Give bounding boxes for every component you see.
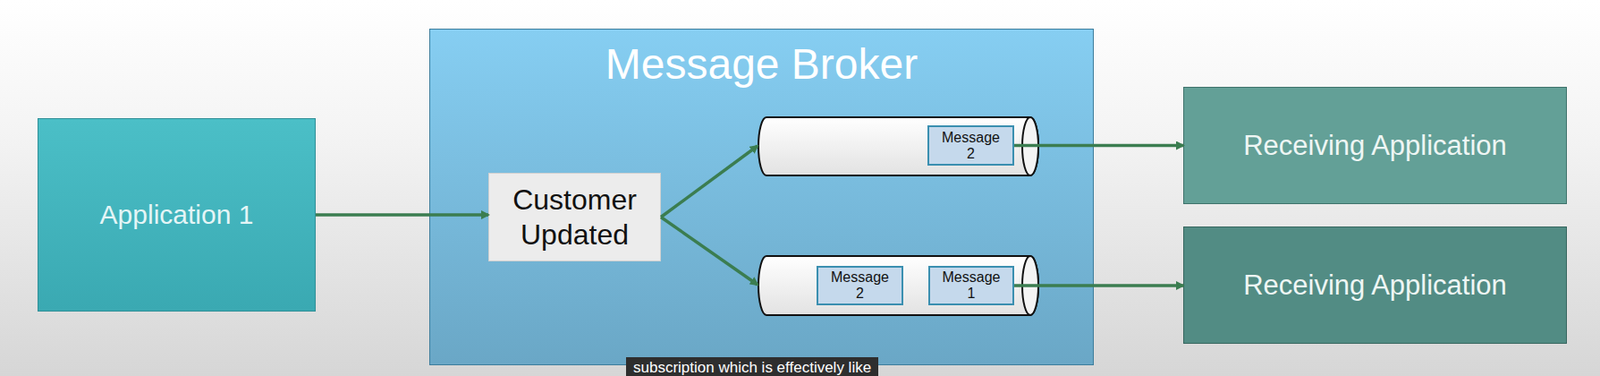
application-box: Application 1 <box>37 118 316 312</box>
node-label: Application 1 <box>100 198 254 231</box>
broker-box: Message BrokerCustomer UpdatedMessage 2M… <box>429 28 1094 365</box>
queue-end <box>1022 117 1039 176</box>
queue-cylinder <box>758 255 1039 315</box>
node-label: Message 2 <box>941 129 1000 161</box>
queue-end <box>1022 255 1039 315</box>
queue-cylinder <box>758 117 1039 176</box>
receiver-box: Receiving Application <box>1183 86 1567 204</box>
subtitle-caption: subscription which is effectively like <box>626 356 879 376</box>
flow-arrow <box>1014 283 1184 288</box>
flow-arrow <box>1014 143 1184 148</box>
receiver-box: Receiving Application <box>1183 226 1567 344</box>
node-label: Customer Updated <box>496 182 653 252</box>
node-label: Receiving Application <box>1243 268 1507 302</box>
event-box: Customer Updated <box>488 172 661 262</box>
split-arrow <box>660 217 758 286</box>
node-label: Message 2 <box>830 269 889 301</box>
flow-arrow <box>315 212 489 217</box>
split-arrow <box>660 145 758 218</box>
message-box: Message 1 <box>928 265 1015 305</box>
node-label: Receiving Application <box>1243 128 1507 162</box>
message-box: Message 2 <box>927 125 1015 166</box>
node-label: Message 1 <box>942 269 1001 301</box>
message-box: Message 2 <box>816 265 904 305</box>
broker-title: Message Broker <box>605 38 918 91</box>
